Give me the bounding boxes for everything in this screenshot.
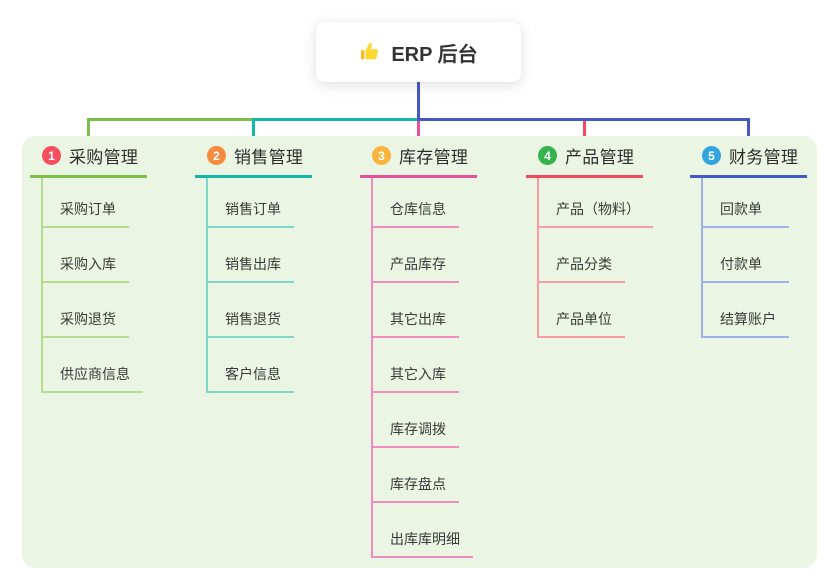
root-node[interactable]: ERP 后台: [316, 22, 521, 82]
child-node[interactable]: 销售出库: [208, 228, 294, 283]
branch-header[interactable]: 4 产品管理: [526, 136, 643, 178]
branch-children: 回款单付款单结算账户: [701, 178, 807, 338]
child-label: 客户信息: [225, 366, 281, 382]
child-label: 出库库明细: [390, 531, 460, 547]
child-node[interactable]: 采购订单: [43, 178, 129, 228]
child-label: 付款单: [720, 256, 762, 272]
branch-header[interactable]: 1 采购管理: [30, 136, 147, 178]
branch-1: 1 采购管理 采购订单采购入库采购退货供应商信息: [30, 136, 147, 393]
branch-children: 采购订单采购入库采购退货供应商信息: [41, 178, 147, 393]
branch-children: 销售订单销售出库销售退货客户信息: [206, 178, 312, 393]
child-label: 库存调拨: [390, 421, 446, 437]
branch-header[interactable]: 3 库存管理: [360, 136, 477, 178]
branch-title: 库存管理: [399, 148, 469, 167]
child-label: 供应商信息: [60, 366, 130, 382]
branch-title: 采购管理: [69, 148, 139, 167]
branches-panel: [22, 136, 817, 568]
child-node[interactable]: 供应商信息: [43, 338, 143, 393]
child-node[interactable]: 产品分类: [539, 228, 625, 283]
child-label: 产品库存: [390, 256, 446, 272]
child-label: 采购订单: [60, 201, 116, 217]
child-node[interactable]: 库存盘点: [373, 448, 459, 503]
child-node[interactable]: 其它入库: [373, 338, 459, 393]
child-label: 采购退货: [60, 311, 116, 327]
child-node[interactable]: 其它出库: [373, 283, 459, 338]
child-label: 产品分类: [556, 256, 612, 272]
child-label: 销售退货: [225, 311, 281, 327]
child-node[interactable]: 产品（物料）: [539, 178, 653, 228]
child-node[interactable]: 付款单: [703, 228, 789, 283]
child-node[interactable]: 销售退货: [208, 283, 294, 338]
branch-4: 4 产品管理 产品（物料） 产品分类产品单位: [526, 136, 653, 338]
child-label: 仓库信息: [390, 201, 446, 217]
child-node[interactable]: 库存调拨: [373, 393, 459, 448]
child-node[interactable]: 采购入库: [43, 228, 129, 283]
branch-title: 财务管理: [729, 148, 799, 167]
child-label: 采购入库: [60, 256, 116, 272]
branch-children: 产品（物料） 产品分类产品单位: [537, 178, 653, 338]
child-label: 产品（物料）: [556, 201, 640, 217]
child-node[interactable]: 客户信息: [208, 338, 294, 393]
child-label: 销售订单: [225, 201, 281, 217]
child-label: 其它入库: [390, 366, 446, 382]
child-label: 销售出库: [225, 256, 281, 272]
branch-badge: 1: [42, 146, 61, 165]
child-node[interactable]: 出库库明细: [373, 503, 473, 558]
branch-badge: 4: [538, 146, 557, 165]
branch-badge: 5: [702, 146, 721, 165]
branch-badge: 2: [207, 146, 226, 165]
child-node[interactable]: 产品库存: [373, 228, 459, 283]
child-node[interactable]: 采购退货: [43, 283, 129, 338]
root-title: ERP 后台: [391, 43, 478, 66]
branch-title: 销售管理: [234, 148, 304, 167]
branch-title: 产品管理: [565, 148, 635, 167]
branch-5: 5 财务管理 回款单付款单结算账户: [690, 136, 807, 338]
branch-badge: 3: [372, 146, 391, 165]
branch-3: 3 库存管理 仓库信息产品库存其它出库其它入库库存调拨库存盘点出库库明细: [360, 136, 477, 558]
child-label: 结算账户: [720, 311, 776, 327]
child-node[interactable]: 仓库信息: [373, 178, 459, 228]
branch-children: 仓库信息产品库存其它出库其它入库库存调拨库存盘点出库库明细: [371, 178, 477, 558]
child-label: 库存盘点: [390, 476, 446, 492]
child-label: 产品单位: [556, 311, 612, 327]
child-label: 其它出库: [390, 311, 446, 327]
child-node[interactable]: 销售订单: [208, 178, 294, 228]
branch-header[interactable]: 5 财务管理: [690, 136, 807, 178]
child-label: 回款单: [720, 201, 762, 217]
branch-2: 2 销售管理 销售订单销售出库销售退货客户信息: [195, 136, 312, 393]
thumbs-up-icon: [361, 42, 379, 60]
child-node[interactable]: 回款单: [703, 178, 789, 228]
branch-header[interactable]: 2 销售管理: [195, 136, 312, 178]
child-node[interactable]: 产品单位: [539, 283, 625, 338]
child-node[interactable]: 结算账户: [703, 283, 789, 338]
